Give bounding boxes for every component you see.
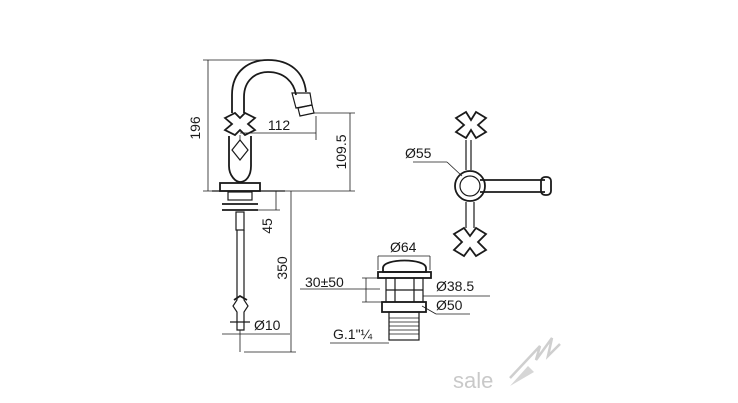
fixing-nut	[227, 191, 253, 201]
top-view-faucet: Ø55	[405, 110, 552, 258]
waste-thread-lines	[389, 317, 419, 335]
dim-d50-leader	[421, 305, 437, 315]
spout-arm	[480, 179, 545, 193]
waste-cap	[382, 259, 427, 273]
dim-total-height: 196	[187, 116, 203, 140]
waste-body-inner	[394, 278, 415, 302]
dim-waste-range: 30±50	[305, 274, 344, 290]
cross-handle-side	[223, 111, 257, 137]
dim-handle-diameter: Ø55	[405, 145, 432, 161]
sale-logo-icon	[509, 337, 561, 386]
faucet-base	[219, 182, 261, 192]
faucet-body	[228, 136, 252, 183]
dim-hose-diameter: Ø10	[254, 317, 281, 333]
hose-connector	[233, 294, 248, 301]
watermark: sale	[453, 337, 561, 393]
dim-waste-flange-diameter: Ø50	[436, 297, 463, 313]
body-ring-outer	[454, 170, 486, 202]
waste-flange	[377, 271, 432, 279]
waste-nut	[381, 301, 427, 313]
flexible-hose	[232, 230, 249, 331]
watermark-text: sale	[453, 368, 493, 393]
dim-base-offset: 45	[259, 218, 275, 234]
dim-d55-leader	[446, 161, 463, 177]
dim-waste-body-diameter: Ø38.5	[436, 278, 474, 294]
cross-handle-top-2	[452, 226, 488, 258]
fixing-washers	[222, 203, 258, 211]
side-view-faucet: 196 112 109.5 45 350 Ø10	[187, 59, 355, 353]
dim-spout-reach: 112	[268, 117, 291, 133]
dim-spout-height: 109.5	[333, 134, 349, 169]
spout-inner	[243, 71, 297, 113]
shank	[235, 211, 245, 231]
dim-hose-length: 350	[274, 256, 290, 280]
dim-waste-cap-diameter: Ø64	[390, 239, 417, 255]
body-ring-inner	[459, 175, 481, 197]
body-detail	[231, 139, 249, 161]
cross-handle-top-1	[454, 110, 488, 140]
dim-waste-thread: G.1"¼	[333, 326, 373, 342]
spout-tip	[540, 176, 552, 196]
waste-assembly: Ø64 30±50 Ø38.5 Ø50 G.1"¼	[300, 239, 490, 344]
